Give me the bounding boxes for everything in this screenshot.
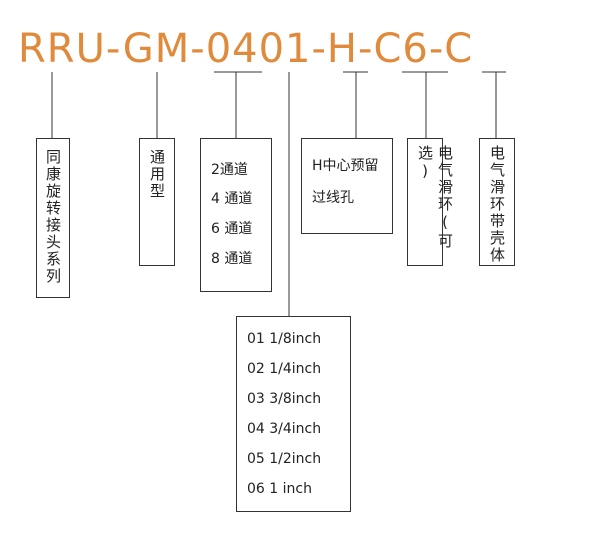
series-box: 同康旋转接头系列 <box>36 138 70 298</box>
general-box: 通用型 <box>139 138 175 266</box>
channel-option: 8 通道 <box>211 251 253 267</box>
sizes-box: 01 1/8inch 02 1/4inch 03 3/8inch 04 3/4i… <box>236 316 351 512</box>
series-label: 同康旋转接头系列 <box>44 149 62 285</box>
channels-box: 2通道 4 通道 6 通道 8 通道 <box>200 138 272 292</box>
size-option: 06 1 inch <box>247 481 312 497</box>
slip-ring-housing-box: 电气滑环带壳体 <box>479 138 515 266</box>
size-option: 02 1/4inch <box>247 361 322 377</box>
center-hole-line: H中心预留 <box>312 158 379 174</box>
size-option: 04 3/4inch <box>247 421 322 437</box>
channel-option: 2通道 <box>211 162 248 178</box>
model-code: RRU-GM-0401-H-C6-C <box>18 26 474 72</box>
slip-ring-optional-box: 电气滑环(可选) <box>407 138 454 266</box>
center-hole-line: 过线孔 <box>312 190 354 206</box>
channel-option: 4 通道 <box>211 191 253 207</box>
general-label: 通用型 <box>148 149 166 200</box>
size-option: 05 1/2inch <box>247 451 322 467</box>
size-option: 01 1/8inch <box>247 331 322 347</box>
slip-ring-optional-label: 电气滑环(可选) <box>416 145 454 250</box>
size-option: 03 3/8inch <box>247 391 322 407</box>
center-hole-box: H中心预留 过线孔 <box>301 138 393 234</box>
slip-ring-housing-label: 电气滑环带壳体 <box>488 145 506 264</box>
channel-option: 6 通道 <box>211 221 253 237</box>
